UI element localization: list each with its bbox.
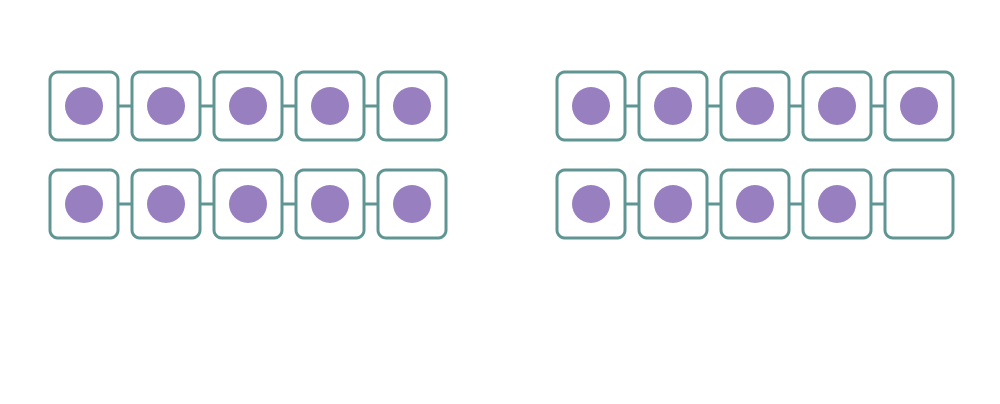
counter-dot <box>229 87 267 125</box>
counter-dot <box>654 87 692 125</box>
counter-dot <box>900 87 938 125</box>
counter-dot <box>311 87 349 125</box>
counter-dot <box>65 87 103 125</box>
counter-dot <box>393 87 431 125</box>
counter-dot <box>736 87 774 125</box>
counter-dot <box>654 185 692 223</box>
counter-dot <box>311 185 349 223</box>
counter-dot <box>147 87 185 125</box>
ten-frame-2 <box>555 70 955 240</box>
counter-dot <box>818 87 856 125</box>
frame-cell <box>883 168 955 240</box>
counter-dot <box>736 185 774 223</box>
counter-dot <box>65 185 103 223</box>
counter-dot <box>229 185 267 223</box>
counter-dot <box>393 185 431 223</box>
counter-dot <box>572 87 610 125</box>
counter-dot <box>818 185 856 223</box>
counter-dot <box>147 185 185 223</box>
counter-dot <box>572 185 610 223</box>
ten-frame-1 <box>48 70 448 240</box>
